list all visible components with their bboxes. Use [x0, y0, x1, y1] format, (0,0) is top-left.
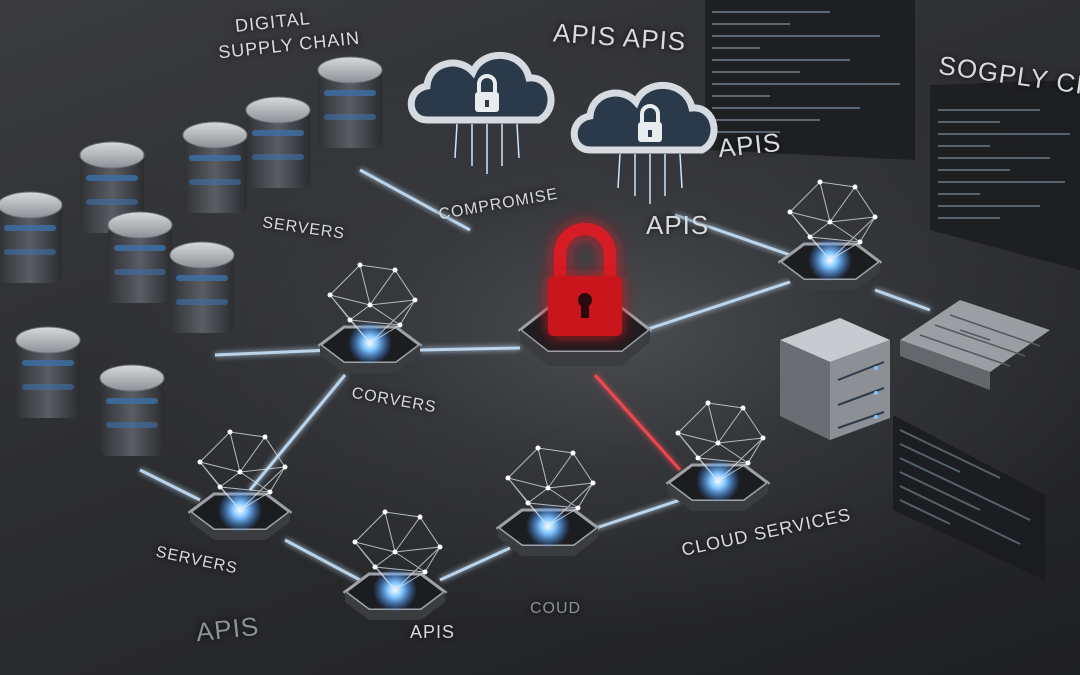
connection-line	[139, 468, 201, 502]
code-panel-icon	[705, 0, 915, 160]
compromise-line	[593, 373, 682, 472]
apis-bottom-label: APIS	[410, 622, 456, 642]
apis-bottom-left-label: APIS	[194, 610, 261, 648]
padlock-icon	[517, 223, 653, 366]
connection-line	[629, 280, 791, 337]
code-panel-icon	[930, 80, 1080, 270]
connection-line	[439, 546, 511, 582]
connection-line	[674, 213, 791, 257]
connection-line	[419, 346, 521, 352]
rack-server-icon	[900, 300, 1050, 390]
apis-right-label: APIS	[716, 126, 783, 164]
connection-line	[359, 168, 471, 232]
code-panel-icon	[893, 415, 1045, 580]
connection-line	[589, 498, 681, 532]
connection-line	[874, 288, 931, 312]
connection-line	[214, 348, 331, 357]
apis-mid-label: APIS	[646, 210, 710, 240]
rack-server-icon	[780, 318, 890, 440]
connection-line	[248, 374, 347, 491]
connection-line	[284, 538, 361, 582]
coud-label: COUD	[530, 600, 582, 617]
